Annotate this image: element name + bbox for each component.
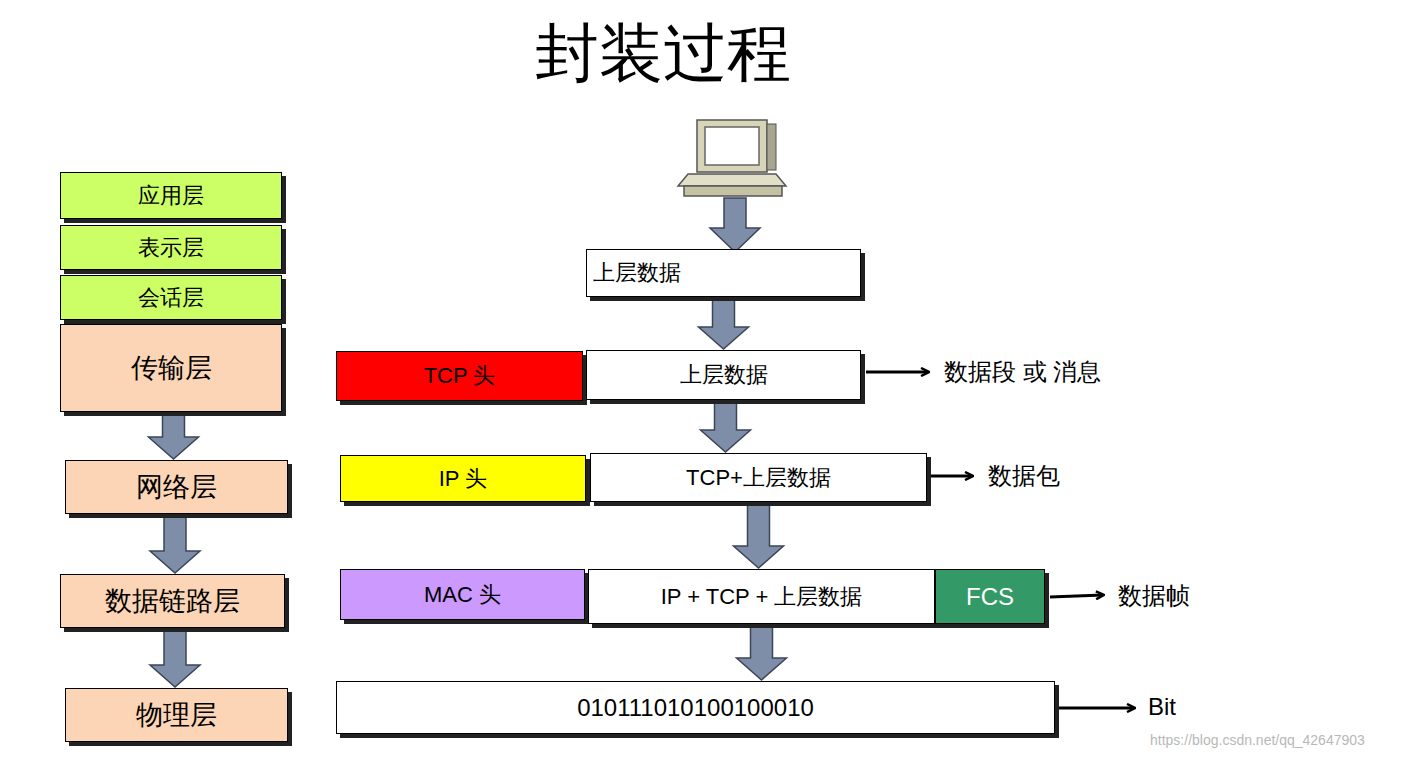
layer-box: 网络层 — [65, 460, 288, 514]
box-text: 会话层 — [138, 283, 204, 313]
layer-box: 传输层 — [60, 324, 282, 412]
diagram-title: 封装过程 — [535, 10, 791, 97]
box-text: TCP 头 — [424, 361, 496, 391]
pointer-arrow — [1050, 595, 1103, 597]
data-box: 上层数据 — [586, 249, 861, 297]
data-box: 上层数据 — [586, 350, 861, 400]
pdu-label: 数据段 或 消息 — [944, 356, 1101, 388]
pdu-label: Bit — [1148, 693, 1176, 721]
box-text: IP + TCP + 上层数据 — [661, 582, 863, 612]
data-box: TCP+上层数据 — [590, 453, 927, 502]
layer-box: 表示层 — [60, 225, 282, 270]
box-text: MAC 头 — [424, 580, 501, 610]
flow-arrow — [149, 413, 199, 459]
header-box: MAC 头 — [340, 569, 585, 620]
pdu-label: 数据帧 — [1118, 580, 1190, 612]
flow-arrow — [701, 401, 751, 452]
pdu-label: 数据包 — [988, 460, 1060, 492]
box-text: 表示层 — [138, 233, 204, 263]
box-text: TCP+上层数据 — [686, 463, 831, 493]
header-box: IP 头 — [340, 455, 586, 502]
flow-arrow — [150, 515, 200, 573]
watermark: https://blog.csdn.net/qq_42647903 — [1150, 732, 1365, 748]
box-text: 上层数据 — [593, 258, 681, 288]
box-text: 010111010100100010 — [577, 694, 814, 722]
flow-arrow — [737, 625, 787, 680]
pointer-arrow — [930, 475, 972, 478]
layer-box: 应用层 — [60, 172, 282, 219]
box-text: 传输层 — [131, 350, 212, 386]
flow-arrow — [699, 298, 749, 349]
box-text: IP 头 — [439, 464, 488, 494]
bit-box: 010111010100100010 — [336, 681, 1055, 734]
flow-arrow — [734, 503, 784, 568]
box-text: 物理层 — [136, 697, 217, 733]
flow-arrow — [150, 629, 200, 687]
box-text: 应用层 — [138, 181, 204, 211]
box-text: 数据链路层 — [105, 583, 240, 619]
pointer-arrow — [866, 371, 928, 374]
layer-box: 物理层 — [65, 688, 288, 742]
layer-box: 数据链路层 — [60, 574, 285, 628]
box-text: 网络层 — [136, 469, 217, 505]
trailer-box: FCS — [935, 569, 1045, 624]
box-text: FCS — [966, 583, 1014, 611]
layer-box: 会话层 — [60, 275, 282, 320]
flow-arrow — [710, 198, 760, 252]
pointer-arrow — [1058, 707, 1134, 710]
computer-icon — [678, 120, 786, 196]
data-box: IP + TCP + 上层数据 — [588, 569, 935, 624]
header-box: TCP 头 — [336, 351, 583, 401]
box-text: 上层数据 — [680, 360, 768, 390]
